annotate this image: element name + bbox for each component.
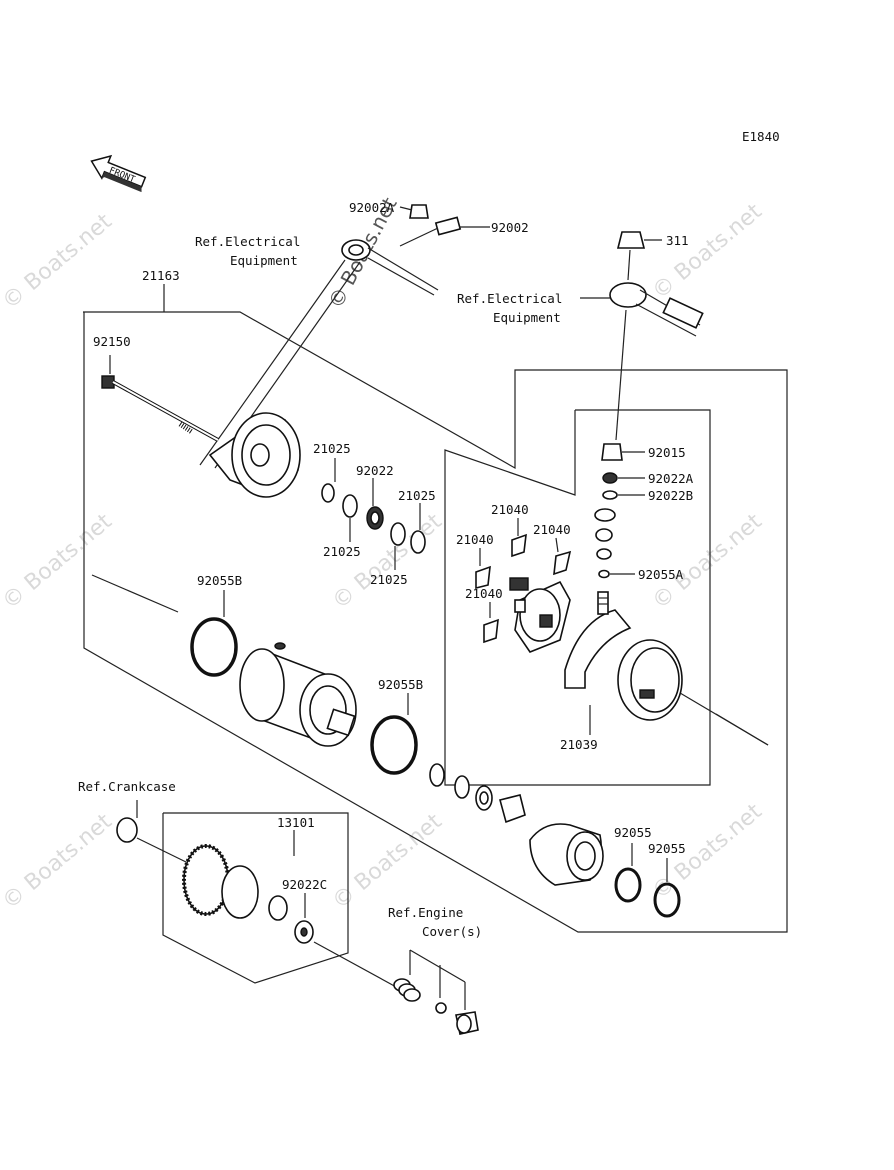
label-ref-electrical-2b: Equipment xyxy=(493,310,561,325)
watermark: © Boats.net xyxy=(328,509,447,615)
label-92022B: 92022B xyxy=(648,488,693,503)
label-92022A: 92022A xyxy=(648,471,694,486)
watermark: © Boats.net xyxy=(0,209,117,315)
label-13101: 13101 xyxy=(277,815,315,830)
brush-clip xyxy=(475,533,572,644)
figure-code: E1840 xyxy=(742,129,780,144)
label-92022C: 92022C xyxy=(282,877,327,892)
label-92002A: 92002A xyxy=(349,200,395,215)
label-21040: 21040 xyxy=(465,586,503,601)
watermark: © Boats.net xyxy=(0,809,117,915)
label-21025: 21025 xyxy=(398,488,436,503)
brush-plate xyxy=(564,591,632,735)
rear-cover xyxy=(208,412,301,498)
label-21040: 21040 xyxy=(456,532,494,547)
label-ref-engine: Ref.Engine xyxy=(388,905,463,920)
label-ref-electrical-1b: Equipment xyxy=(230,253,298,268)
terminal-wire-right xyxy=(580,231,704,441)
label-21025: 21025 xyxy=(323,544,361,559)
spring-washer xyxy=(294,893,479,1035)
thrust-washers xyxy=(429,763,526,824)
through-bolt xyxy=(101,355,219,442)
terminal-wire-left xyxy=(199,204,490,469)
label-92002: 92002 xyxy=(491,220,529,235)
watermark: © Boats.net xyxy=(648,199,767,305)
terminal-nut-stack xyxy=(594,443,645,579)
label-92015: 92015 xyxy=(648,445,686,460)
front-cover xyxy=(529,823,604,886)
label-21039: 21039 xyxy=(560,737,598,752)
label-92055: 92055 xyxy=(648,841,686,856)
spring-icon xyxy=(393,978,421,1002)
front-arrow-icon: FRONT xyxy=(90,154,147,193)
label-21040: 21040 xyxy=(533,522,571,537)
label-92055B: 92055B xyxy=(197,573,242,588)
label-ref-electrical-2: Ref.Electrical xyxy=(457,291,562,306)
shim-washers xyxy=(321,458,426,570)
label-21025: 21025 xyxy=(313,441,351,456)
watermark: © Boats.net xyxy=(328,809,447,915)
part-labels: 92002A 92002 Ref.Electrical Equipment 21… xyxy=(78,200,694,939)
motor-housing xyxy=(239,642,357,747)
reduction-gear xyxy=(116,800,295,921)
watermark: © Boats.net xyxy=(0,509,117,615)
label-92055: 92055 xyxy=(614,825,652,840)
brush-holder xyxy=(475,518,572,653)
label-92022: 92022 xyxy=(356,463,394,478)
label-92150: 92150 xyxy=(93,334,131,349)
label-ref-engine-b: Cover(s) xyxy=(422,924,482,939)
label-ref-electrical-1: Ref.Electrical xyxy=(195,234,300,249)
label-ref-crankcase: Ref.Crankcase xyxy=(78,779,176,794)
brush-ring xyxy=(617,639,683,721)
label-21040: 21040 xyxy=(491,502,529,517)
label-92055A: 92055A xyxy=(638,567,684,582)
label-21025: 21025 xyxy=(370,572,408,587)
label-92055B: 92055B xyxy=(378,677,423,692)
label-21163: 21163 xyxy=(142,268,180,283)
watermarks: © Boats.net © Boats.net © Boats.net © Bo… xyxy=(0,193,767,914)
label-311: 311 xyxy=(666,233,689,248)
assembly-frame xyxy=(83,284,788,984)
watermark: © Boats.net xyxy=(648,509,767,615)
o-rings xyxy=(190,590,681,918)
